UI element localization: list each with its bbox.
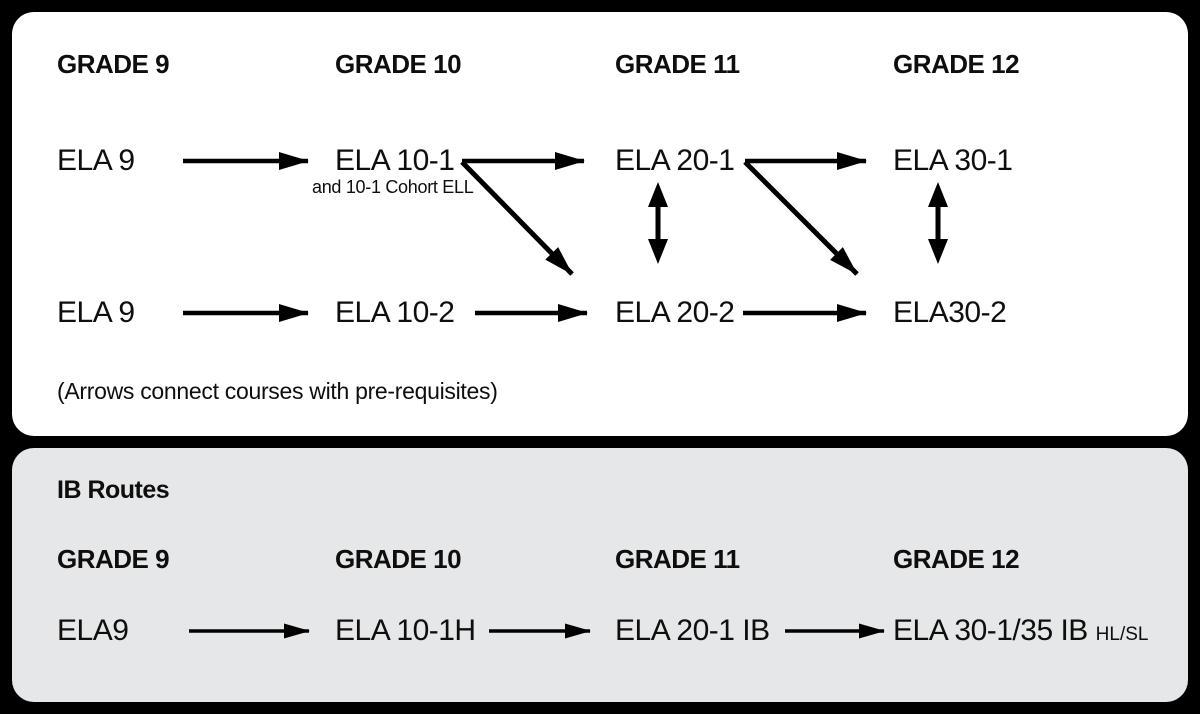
grade-12-header: GRADE 12 bbox=[893, 49, 1020, 79]
course-ela9-ib: ELA9 bbox=[57, 614, 129, 647]
course-ela-9-row1: ELA 9 bbox=[57, 144, 135, 177]
arrow-ela10-1-to-ela20-2-diagonal bbox=[460, 160, 574, 276]
ib-arrow-layer bbox=[189, 623, 885, 639]
main-pathways-panel: GRADE 9 GRADE 10 GRADE 11 GRADE 12 ELA 9… bbox=[12, 12, 1188, 436]
ib-grade-12-header: GRADE 12 bbox=[893, 544, 1020, 574]
arrow-layer bbox=[183, 152, 948, 322]
ib-grade-10-header: GRADE 10 bbox=[335, 544, 462, 574]
grade-9-header: GRADE 9 bbox=[57, 49, 170, 79]
course-ela-30-1: ELA 30-1 bbox=[893, 144, 1013, 177]
course-ela-20-2: ELA 20-2 bbox=[615, 296, 735, 329]
grade-11-header: GRADE 11 bbox=[615, 49, 740, 79]
double-arrow-ela30-1-ela30-2 bbox=[928, 182, 948, 264]
hl-sl-suffix: HL/SL bbox=[1095, 624, 1149, 645]
cohort-ell-note: and 10-1 Cohort ELL bbox=[312, 177, 474, 197]
course-ela-10-1h: ELA 10-1H bbox=[335, 614, 476, 647]
course-ela-20-1-ib: ELA 20-1 IB bbox=[615, 614, 770, 647]
ib-grade-11-header: GRADE 11 bbox=[615, 544, 740, 574]
ib-routes-panel: IB Routes GRADE 9 GRADE 10 GRADE 11 GRAD… bbox=[12, 448, 1188, 702]
double-arrow-ela20-1-ela20-2 bbox=[648, 182, 668, 264]
course-ela-30-2: ELA30-2 bbox=[893, 296, 1007, 329]
course-ela-9-row2: ELA 9 bbox=[57, 296, 135, 329]
course-ela-10-1: ELA 10-1 bbox=[335, 144, 455, 177]
course-ela-20-1: ELA 20-1 bbox=[615, 144, 735, 177]
course-ela-30-1-35-ib: ELA 30-1/35 IB HL/SL bbox=[893, 613, 1148, 653]
arrow-ela20-1-to-ela30-2-diagonal bbox=[743, 160, 859, 276]
ib-grade-9-header: GRADE 9 bbox=[57, 544, 170, 574]
prerequisite-caption: (Arrows connect courses with pre-requisi… bbox=[57, 378, 498, 404]
course-ela-30-1-35-ib-label: ELA 30-1/35 IB bbox=[893, 614, 1088, 647]
ib-routes-title: IB Routes bbox=[57, 476, 170, 504]
course-ela-10-2: ELA 10-2 bbox=[335, 296, 455, 329]
grade-10-header: GRADE 10 bbox=[335, 49, 462, 79]
